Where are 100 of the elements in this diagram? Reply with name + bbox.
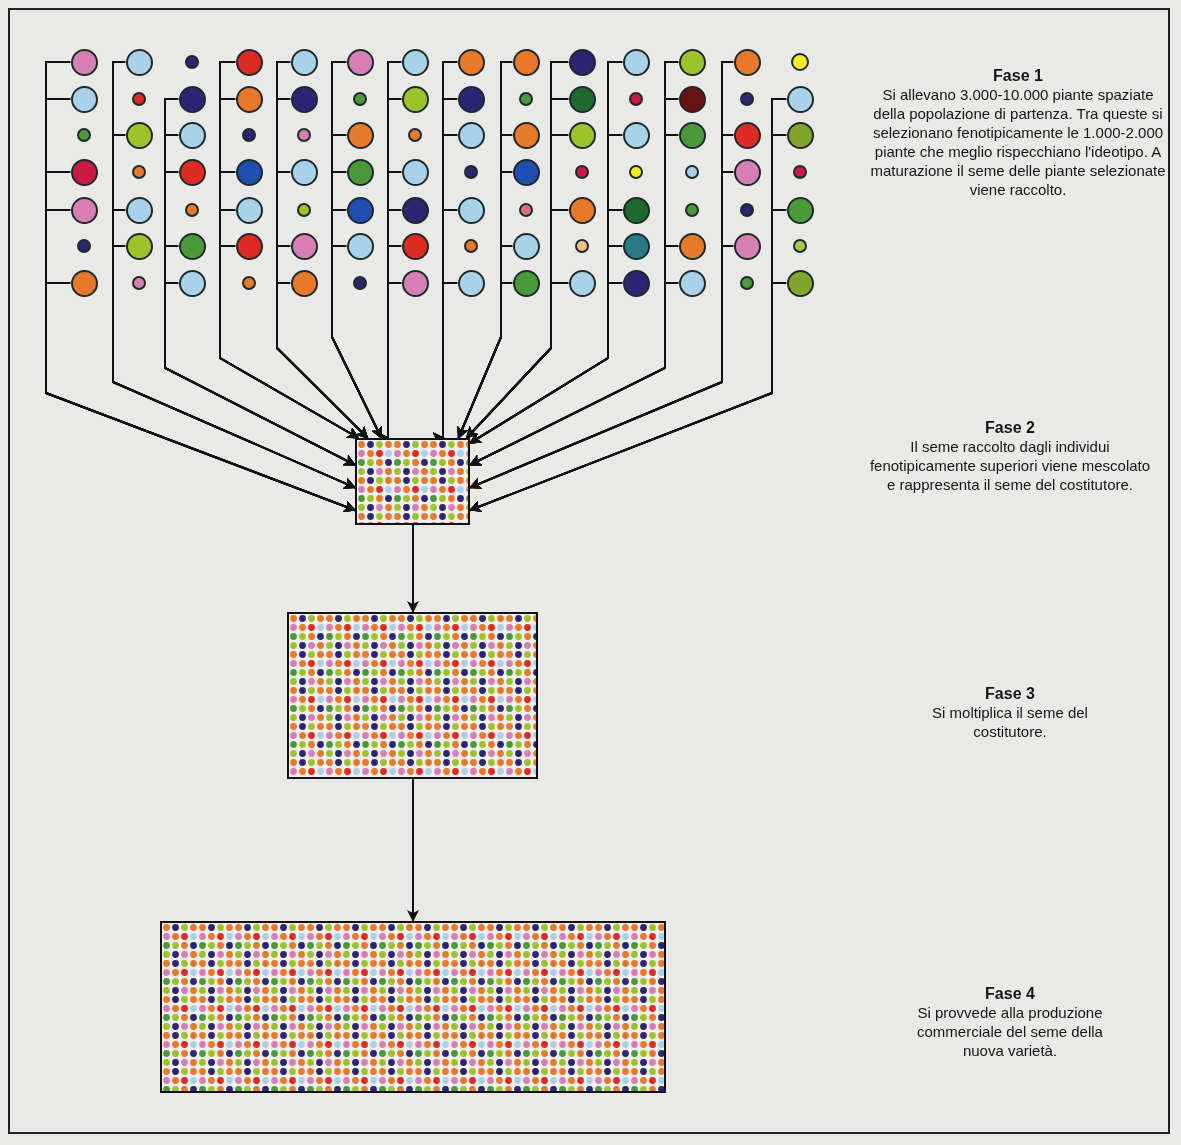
plant-circle <box>235 232 263 260</box>
arrow <box>407 778 419 922</box>
plant-circle <box>733 158 761 186</box>
plant-circle <box>70 158 98 186</box>
plant-circle <box>464 239 478 253</box>
plant-circle <box>290 85 318 113</box>
arrow <box>469 282 788 512</box>
plant-circle <box>346 48 374 76</box>
plant-circle <box>685 203 699 217</box>
plant-circle <box>401 85 429 113</box>
arrow <box>45 282 356 512</box>
plant-circle <box>678 232 706 260</box>
seed-mix-box <box>287 612 538 779</box>
arrow <box>469 282 624 445</box>
plant-circle <box>622 48 650 76</box>
plant-circle <box>786 121 814 149</box>
plant-circle <box>740 92 754 106</box>
plant-circle <box>733 48 761 76</box>
plant-circle <box>132 92 146 106</box>
plant-circle <box>408 128 422 142</box>
plant-circle <box>740 203 754 217</box>
plant-circle <box>401 232 429 260</box>
plant-circle <box>346 121 374 149</box>
plant-circle <box>568 269 596 297</box>
plant-circle <box>512 232 540 260</box>
plant-circle <box>568 48 596 76</box>
seed-mix-box <box>160 921 666 1093</box>
plant-circle <box>185 203 199 217</box>
plant-circle <box>125 232 153 260</box>
plant-circle <box>629 92 643 106</box>
arrow <box>465 282 570 439</box>
plant-circle <box>77 239 91 253</box>
plant-circle <box>678 121 706 149</box>
arrow <box>331 245 383 439</box>
plant-circle <box>457 121 485 149</box>
arrow <box>469 245 735 489</box>
arrow <box>407 524 419 613</box>
plant-circle <box>242 128 256 142</box>
plant-circle <box>70 269 98 297</box>
plant-circle <box>678 269 706 297</box>
plant-circle <box>786 269 814 297</box>
plant-circle <box>70 196 98 224</box>
plant-circle <box>242 276 256 290</box>
plant-circle <box>132 165 146 179</box>
arrow <box>276 282 369 439</box>
plant-circle <box>622 196 650 224</box>
plant-circle <box>290 269 318 297</box>
plant-circle <box>457 48 485 76</box>
plant-circle <box>346 196 374 224</box>
plant-circle <box>132 276 146 290</box>
plant-circle <box>733 121 761 149</box>
phase-description: Il seme raccolto dagli individui fenotipicamente superiori viene mescolato e rappresenta il seme del costitutore. <box>868 437 1152 494</box>
plant-circle <box>297 203 311 217</box>
plant-circle <box>512 269 540 297</box>
phase-heading: Fase 1 <box>992 66 1044 85</box>
plant-circle <box>125 121 153 149</box>
plant-circle <box>235 196 263 224</box>
arrow <box>457 282 514 439</box>
plant-circle <box>512 158 540 186</box>
plant-circle <box>685 165 699 179</box>
plant-circle <box>353 276 367 290</box>
plant-circle <box>678 85 706 113</box>
plant-circle <box>791 53 809 71</box>
plant-circle <box>568 121 596 149</box>
plant-circle <box>401 269 429 297</box>
plant-circle <box>457 269 485 297</box>
plant-circle <box>568 196 596 224</box>
plant-circle <box>297 128 311 142</box>
plant-circle <box>512 48 540 76</box>
arrow <box>164 282 356 466</box>
seed-mix-box <box>355 438 470 525</box>
plant-circle <box>512 121 540 149</box>
phase-heading: Fase 4 <box>984 984 1036 1003</box>
plant-circle <box>793 165 807 179</box>
plant-circle <box>786 85 814 113</box>
plant-circle <box>622 269 650 297</box>
plant-circle <box>346 232 374 260</box>
plant-circle <box>568 85 596 113</box>
plant-circle <box>235 48 263 76</box>
arrow <box>219 245 360 439</box>
plant-circle <box>185 55 199 69</box>
plant-circle <box>353 92 367 106</box>
plant-circle <box>519 203 533 217</box>
plant-circle <box>740 276 754 290</box>
plant-circle <box>178 232 206 260</box>
plant-circle <box>125 48 153 76</box>
plant-circle <box>575 239 589 253</box>
plant-circle <box>622 121 650 149</box>
plant-circle <box>457 196 485 224</box>
plant-circle <box>235 85 263 113</box>
plant-circle <box>622 232 650 260</box>
plant-circle <box>575 165 589 179</box>
plant-circle <box>401 48 429 76</box>
phase-heading: Fase 3 <box>984 684 1036 703</box>
plant-circle <box>519 92 533 106</box>
plant-circle <box>70 85 98 113</box>
phase-description: Si provvede alla produzione commerciale del seme della nuova varietà. <box>916 1003 1104 1060</box>
plant-circle <box>290 232 318 260</box>
plant-circle <box>290 48 318 76</box>
plant-circle <box>401 196 429 224</box>
